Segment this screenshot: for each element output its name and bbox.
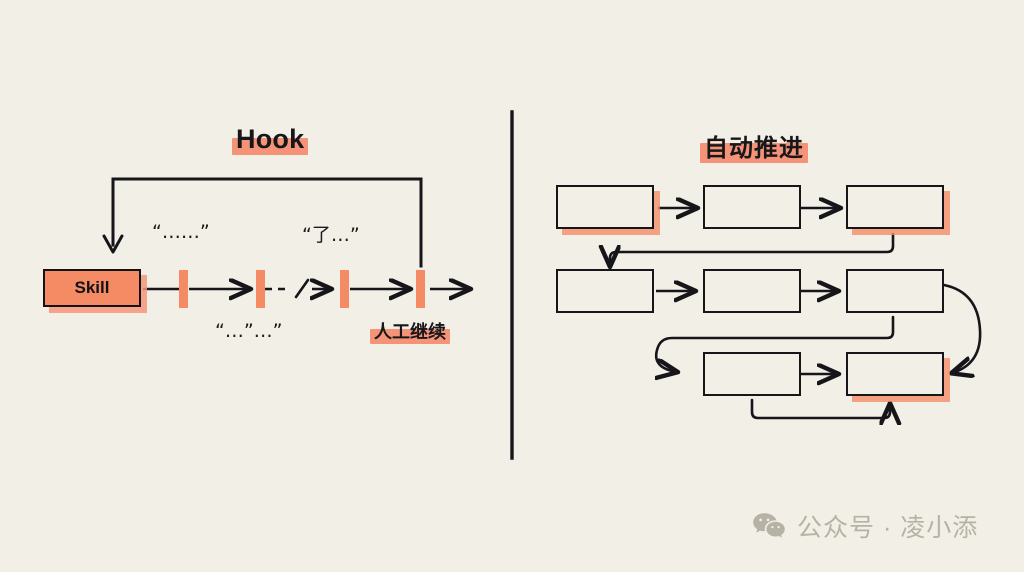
- timeline-tick-3: [340, 270, 349, 308]
- flow-box-r1c2: [703, 185, 801, 229]
- timeline-tick-2: [256, 270, 265, 308]
- annotation-above-second: “了…”: [302, 224, 360, 246]
- flow-box-r1c1: [556, 185, 654, 229]
- wechat-icon: [753, 513, 785, 538]
- skill-box-label: Skill: [74, 278, 110, 297]
- timeline-tick-1: [179, 270, 188, 308]
- timeline-axis: [143, 280, 470, 297]
- manual-continue-label: 人工继续: [370, 318, 450, 344]
- flow-connectors: [610, 208, 982, 418]
- flow-box-r2c3: [846, 269, 944, 313]
- skill-box: Skill: [43, 269, 141, 307]
- feedback-loop-arrow: [102, 177, 423, 268]
- annotation-above-first: “……”: [152, 221, 210, 243]
- timeline-tick-4: [416, 270, 425, 308]
- watermark-text: 公众号 · 凌小添: [797, 514, 979, 542]
- flow-box-r2c2: [703, 269, 801, 313]
- manual-continue-text: 人工继续: [370, 318, 450, 344]
- flow-box-r1c3: [846, 185, 944, 229]
- flow-box-r3c2: [703, 352, 801, 396]
- watermark: 公众号 · 凌小添: [752, 508, 978, 544]
- flow-box-r3c3: [846, 352, 944, 396]
- hook-title-text: Hook: [232, 124, 309, 155]
- hook-panel-title: Hook: [232, 124, 309, 155]
- annotation-below-middle: “…”…”: [215, 320, 283, 342]
- auto-title-text: 自动推进: [700, 128, 808, 163]
- auto-panel-title: 自动推进: [700, 128, 808, 163]
- timeline-dashed-segment: [265, 280, 331, 297]
- flow-box-r2c1: [556, 269, 654, 313]
